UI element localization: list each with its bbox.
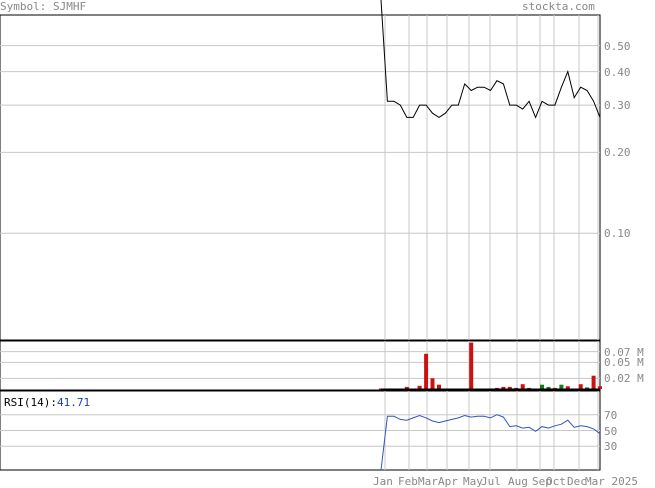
rsi-label: RSI(14): — [4, 396, 57, 409]
volume-bars — [379, 342, 602, 390]
month-label: Jul — [481, 475, 501, 488]
rsi-tick-label: 30 — [604, 440, 618, 454]
volume-tick-label: 0.05 M — [604, 356, 644, 370]
month-label: Aug — [508, 475, 528, 488]
volume-bar — [430, 378, 435, 389]
volume-bar — [585, 387, 590, 389]
rsi-tick-label: 70 — [604, 408, 618, 422]
volume-bar — [527, 387, 532, 389]
volume-bar — [591, 375, 596, 389]
volume-gridlines — [0, 351, 600, 379]
month-label: Mar 2025 — [585, 475, 638, 488]
rsi-gridlines — [0, 414, 600, 447]
month-label: Dec — [567, 475, 587, 488]
price-tick-label: 0.20 — [604, 146, 631, 160]
month-label: Mar — [418, 475, 438, 488]
volume-tick-label: 0.07 M — [604, 345, 644, 359]
rsi-tick-label: 50 — [604, 424, 618, 438]
volume-bar — [546, 386, 551, 389]
price-panel-frame — [0, 14, 601, 341]
volume-bar — [598, 386, 602, 389]
price-line — [380, 0, 601, 119]
volume-bar — [417, 385, 422, 389]
volume-bar — [565, 386, 570, 389]
volume-bar — [507, 386, 512, 389]
month-label: Oct — [546, 475, 566, 488]
rsi-value: 41.71 — [56, 396, 91, 409]
volume-bar — [552, 387, 557, 389]
volume-bar — [469, 342, 474, 389]
month-label: May — [463, 475, 483, 488]
month-label: Sep — [532, 475, 552, 488]
volume-bar — [424, 353, 429, 389]
rsi-line — [380, 414, 601, 471]
volume-bar — [494, 387, 499, 389]
symbol-label-text: Symbol: — [0, 0, 47, 13]
volume-bar — [437, 384, 441, 389]
symbol-label: Symbol: SJMHF — [0, 0, 86, 13]
symbol-ticker: SJMHF — [52, 0, 87, 13]
price-tick-label: 0.40 — [604, 65, 631, 79]
price-tick-label: 0.10 — [604, 227, 631, 241]
rsi-month-gridlines — [384, 391, 599, 470]
month-label: Apr — [438, 475, 458, 488]
month-label: Jan — [373, 475, 393, 488]
volume-bar — [520, 384, 525, 389]
site-name: stockta.com — [522, 0, 595, 13]
volume-tick-label: 0.02 M — [604, 372, 644, 386]
price-tick-label: 0.30 — [604, 99, 631, 113]
volume-panel-frame — [0, 340, 601, 391]
price-gridlines — [0, 45, 600, 234]
price-tick-label: 0.50 — [604, 39, 631, 53]
volume-bar — [540, 384, 544, 389]
volume-bar — [501, 386, 506, 389]
month-label: Feb — [398, 475, 418, 488]
volume-bar — [514, 387, 519, 389]
volume-bar — [404, 386, 409, 389]
rsi-readout: RSI(14):41.71 — [4, 396, 90, 409]
volume-bar — [578, 384, 583, 389]
volume-bar — [559, 384, 564, 389]
